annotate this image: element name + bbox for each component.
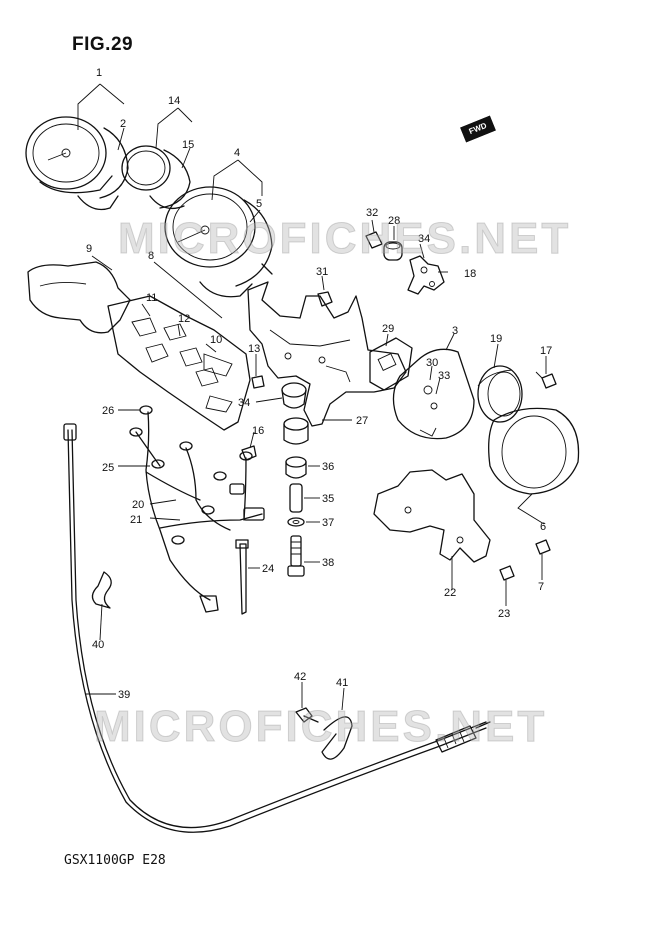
callout-3: 3 <box>452 325 458 337</box>
speedometer-assembly <box>25 116 129 211</box>
nut-31 <box>317 291 333 307</box>
callout-1: 1 <box>96 67 102 79</box>
callout-27: 27 <box>356 415 368 427</box>
callout-41: 41 <box>336 677 348 689</box>
washer-37 <box>287 517 305 527</box>
small-gauge-assembly <box>121 145 191 210</box>
cushion-upper <box>283 417 309 445</box>
callout-33: 33 <box>438 370 450 382</box>
cushion-rubber <box>383 241 403 261</box>
screw-7 <box>535 539 551 555</box>
callout-31: 31 <box>316 266 328 278</box>
callout-24: 24 <box>262 563 274 575</box>
callout-14: 14 <box>168 95 180 107</box>
speedometer-cable <box>63 423 491 833</box>
meter-ring <box>477 365 523 423</box>
callout-7: 7 <box>538 581 544 593</box>
callout-21: 21 <box>130 514 142 526</box>
meter-cover <box>392 348 475 440</box>
callout-39: 39 <box>118 689 130 701</box>
small-bracket <box>407 255 445 295</box>
callout-18: 18 <box>464 268 476 280</box>
callout-34-lower: 34 <box>238 397 250 409</box>
callout-9: 9 <box>86 243 92 255</box>
cushion-36 <box>285 456 307 479</box>
callout-26: 26 <box>102 405 114 417</box>
lower-bracket <box>373 469 491 563</box>
grommet-34 <box>281 382 307 409</box>
leader-lines <box>77 83 547 711</box>
callout-16: 16 <box>252 425 264 437</box>
callout-34-upper: 34 <box>418 233 430 245</box>
meter-case-lower <box>27 261 131 334</box>
callout-6: 6 <box>540 521 546 533</box>
tachometer-assembly <box>164 186 273 298</box>
callout-25: 25 <box>102 462 114 474</box>
screw-23 <box>499 565 515 581</box>
meter-case-plate <box>107 295 251 431</box>
callout-35: 35 <box>322 493 334 505</box>
callout-38: 38 <box>322 557 334 569</box>
callout-17: 17 <box>540 345 552 357</box>
callout-labels: 1 2 3 4 5 6 7 8 9 10 11 12 13 14 15 16 1… <box>86 67 552 701</box>
watermark-lower: MICROFICHES.NET <box>93 702 548 752</box>
callout-12: 12 <box>178 313 190 325</box>
callout-36: 36 <box>322 461 334 473</box>
bolt-38 <box>287 535 305 577</box>
callout-19: 19 <box>490 333 502 345</box>
callout-11: 11 <box>146 292 157 304</box>
callout-23: 23 <box>498 608 510 620</box>
figure-title: FIG.29 <box>72 34 134 55</box>
cable-clip-41 <box>321 716 353 760</box>
callout-32: 32 <box>366 207 378 219</box>
callout-22: 22 <box>444 587 456 599</box>
callout-40: 40 <box>92 639 104 651</box>
bolt-42 <box>295 707 319 723</box>
callout-37: 37 <box>322 517 334 529</box>
callout-2: 2 <box>120 118 126 130</box>
callout-30: 30 <box>426 357 438 369</box>
indicator-lamp <box>369 337 413 391</box>
collar-35 <box>289 483 303 513</box>
callout-4: 4 <box>234 147 240 159</box>
callout-10: 10 <box>210 334 222 346</box>
cable-clip-40 <box>91 571 112 609</box>
screw-13 <box>251 375 265 389</box>
watermark-upper: MICROFICHES.NET <box>117 214 572 264</box>
callout-28: 28 <box>388 215 400 227</box>
meter-wiring-harness <box>129 405 265 613</box>
callout-5: 5 <box>256 198 262 210</box>
callout-42: 42 <box>294 671 306 683</box>
callout-15: 15 <box>182 139 194 151</box>
cable-tie <box>235 539 249 615</box>
model-code: GSX1100GP E28 <box>64 853 166 868</box>
meter-outer-cover <box>488 407 580 495</box>
callout-29: 29 <box>382 323 394 335</box>
bracket-pin <box>365 231 383 249</box>
callout-20: 20 <box>132 499 144 511</box>
screw-17 <box>535 371 557 389</box>
callout-13: 13 <box>248 343 260 355</box>
callout-8: 8 <box>148 250 154 262</box>
